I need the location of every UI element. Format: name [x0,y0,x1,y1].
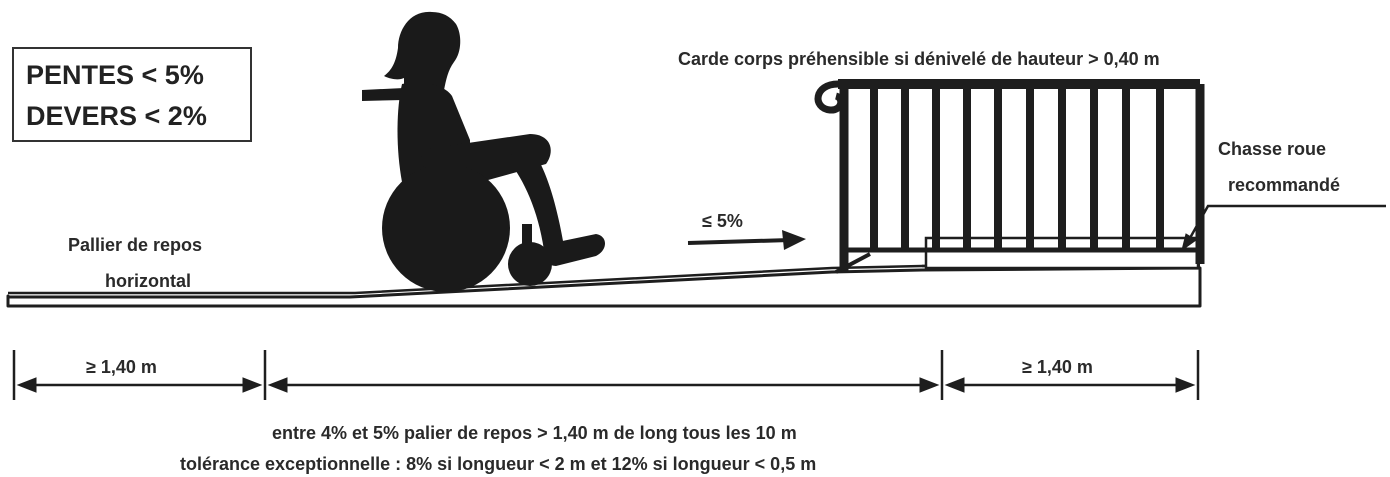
slope-label: ≤ 5% [702,211,743,231]
rules-devers: DEVERS < 2% [26,101,207,131]
rules-pentes: PENTES < 5% [26,60,204,90]
wheelchair-user-icon [362,11,605,292]
rest-landing-label-1: Pallier de repos [68,235,203,255]
dimension-right-label: ≥ 1,40 m [1022,357,1093,377]
note-line-2: tolérance exceptionnelle : 8% si longueu… [180,454,817,474]
dimension-lines [12,350,1200,400]
rules-box: PENTES < 5% DEVERS < 2% [12,47,252,142]
wheel-guard-leader [1181,204,1386,252]
wheel-guard-label-2: recommandé [1228,175,1341,195]
dimension-right-arrow [944,377,1196,393]
note-line-1: entre 4% et 5% palier de repos > 1,40 m … [272,423,797,443]
railing [814,79,1205,274]
wheel-guard-label-1: Chasse roue [1218,139,1327,159]
slope-arrow [687,230,806,250]
rest-landing-label-2: horizontal [105,271,191,291]
dimension-left-arrow [16,377,263,393]
dimension-left-label: ≥ 1,40 m [86,357,157,377]
dimension-ramp-arrow [267,377,940,393]
railing-label: Carde corps préhensible si dénivelé de h… [678,49,1160,69]
